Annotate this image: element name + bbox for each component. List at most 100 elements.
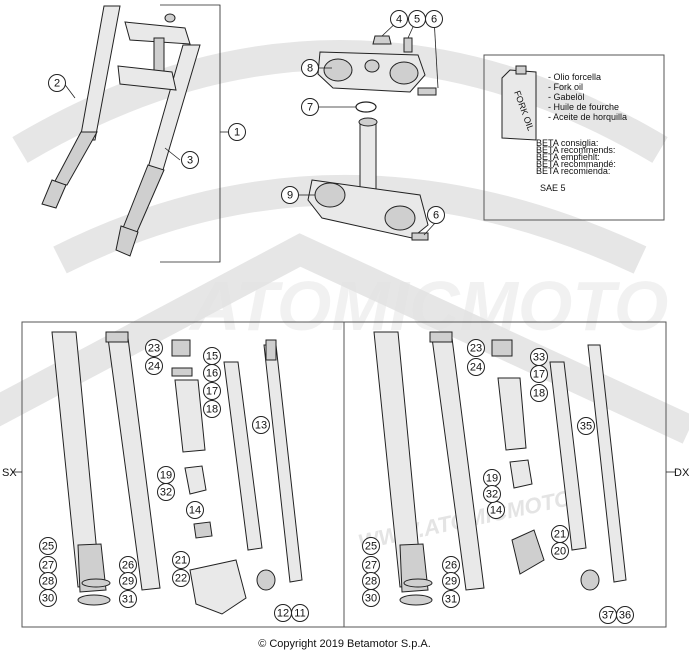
callout-left-fork-15: 15 [203, 347, 221, 365]
callout-right-fork-21: 21 [551, 525, 569, 543]
callout-number: 32 [486, 489, 498, 501]
fork-assembly-group [41, 4, 228, 263]
callout-circle [145, 357, 163, 375]
oil-name-fr: - Huile de fourche [548, 102, 619, 112]
callout-number: 18 [533, 388, 545, 400]
callout-circle [551, 525, 569, 543]
callout-circle [186, 501, 204, 519]
callout-number: 14 [490, 505, 502, 517]
callout-circle [274, 604, 292, 622]
callout-number: 7 [307, 102, 313, 114]
callout-number: 18 [206, 404, 218, 416]
callout-left-fork-31: 31 [119, 590, 137, 608]
callout-top-right-8: 8 [301, 59, 319, 77]
panel-right-fork [343, 321, 667, 628]
callout-number: 35 [580, 421, 592, 433]
callout-right-fork-27: 27 [362, 556, 380, 574]
callout-right-fork-32: 32 [483, 485, 501, 503]
callout-right-fork-23: 23 [467, 339, 485, 357]
callout-top-right-7: 7 [301, 98, 319, 116]
callout-right-fork-20: 20 [551, 542, 569, 560]
callout-circle [425, 10, 443, 28]
callout-circle [119, 590, 137, 608]
callout-top-right-6: 6 [427, 206, 445, 224]
callout-right-fork-30: 30 [362, 589, 380, 607]
fork-leg-right [115, 44, 201, 257]
recommend-fr: BETA recommandé: [536, 159, 616, 169]
callout-left-fork-23: 23 [145, 339, 163, 357]
callout-number: 17 [206, 386, 218, 398]
callout-circle [39, 589, 57, 607]
callout-circle [203, 364, 221, 382]
oil-names: - Olio forcella - Fork oil - Gabelöl - H… [548, 72, 627, 122]
callout-number: 13 [255, 420, 267, 432]
callout-circle [281, 186, 299, 204]
callout-left-fork-32: 32 [157, 483, 175, 501]
callout-number: 24 [148, 361, 160, 373]
recommend-en: BETA recommends: [536, 145, 615, 155]
callout-circle [145, 339, 163, 357]
callout-number: 14 [189, 505, 201, 517]
callout-number: 25 [42, 541, 54, 553]
callout-number: 1 [234, 127, 240, 139]
callout-left-fork-18: 18 [203, 400, 221, 418]
callout-circle [362, 537, 380, 555]
callout-circle [442, 572, 460, 590]
callout-number: 33 [533, 352, 545, 364]
callout-number: 27 [365, 560, 377, 572]
callout-right-fork-14: 14 [487, 501, 505, 519]
callout-circle [39, 537, 57, 555]
callout-right-fork-37: 37 [599, 606, 617, 624]
callout-circle [599, 606, 617, 624]
recommend-es: BETA recomienda: [536, 166, 610, 176]
callout-circle [530, 348, 548, 366]
callout-circle [172, 551, 190, 569]
callout-number: 21 [554, 529, 566, 541]
callout-left-fork-19: 19 [157, 466, 175, 484]
callout-number: 30 [42, 593, 54, 605]
callout-number: 2 [54, 78, 60, 90]
side-label-right: DX [674, 467, 689, 479]
callout-left-fork-13: 13 [252, 416, 270, 434]
oil-name-it: - Olio forcella [548, 72, 601, 82]
fork-leg-left [41, 5, 121, 209]
callout-number: 3 [187, 155, 193, 167]
callout-top-right-4: 4 [390, 10, 408, 28]
callout-right-fork-33: 33 [530, 348, 548, 366]
callout-number: 24 [470, 362, 482, 374]
triple-clamp-assembly [117, 13, 191, 91]
callout-circle [301, 98, 319, 116]
callout-circle [530, 384, 548, 402]
callout-number: 6 [433, 210, 439, 222]
callout-left-fork-14: 14 [186, 501, 204, 519]
callout-circle [172, 569, 190, 587]
callout-left-fork-11: 11 [291, 604, 309, 622]
oil-bottle: FORK OIL [501, 65, 537, 141]
copyright-text: © Copyright 2019 Betamotor S.p.A. [258, 638, 431, 650]
side-label-left: SX [2, 467, 17, 479]
callout-number: 29 [122, 576, 134, 588]
callout-number: 27 [42, 560, 54, 572]
callout-left-fork-30: 30 [39, 589, 57, 607]
callout-circle [362, 589, 380, 607]
oil-name-en: - Fork oil [548, 82, 583, 92]
callout-left-fork-25: 25 [39, 537, 57, 555]
callout-right-fork-26: 26 [442, 556, 460, 574]
callout-number: 25 [365, 541, 377, 553]
callout-circle [390, 10, 408, 28]
callout-left-fork-24: 24 [145, 357, 163, 375]
callout-circle [467, 339, 485, 357]
oil-grade: SAE 5 [540, 183, 566, 193]
callout-left-fork-21: 21 [172, 551, 190, 569]
callout-left-fork-26: 26 [119, 556, 137, 574]
callout-left-fork-28: 28 [39, 572, 57, 590]
callout-circle [181, 151, 199, 169]
callout-number: 28 [42, 576, 54, 588]
callout-right-fork-31: 31 [442, 590, 460, 608]
callout-left-fork-22: 22 [172, 569, 190, 587]
callout-circle [467, 358, 485, 376]
callout-number: 20 [554, 546, 566, 558]
callout-right-fork-24: 24 [467, 358, 485, 376]
callout-circle [228, 123, 246, 141]
